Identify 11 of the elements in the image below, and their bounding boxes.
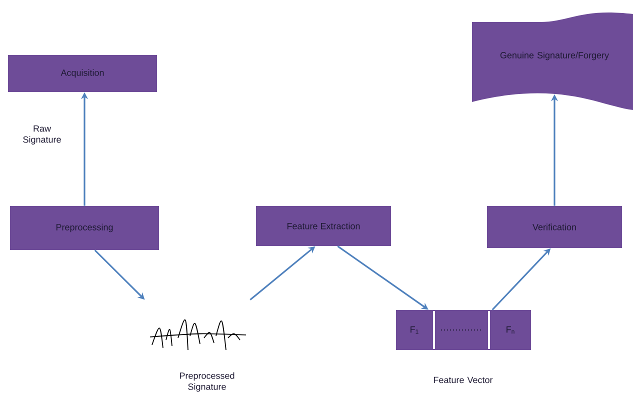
picture [150, 319, 246, 350]
process-box: Acquisition [8, 55, 157, 92]
process-box: Preprocessing [10, 206, 159, 250]
process-box: Feature Extraction [256, 206, 391, 246]
node-label: Preprocessed Signature [180, 372, 234, 392]
edge-label: Raw Signature [23, 125, 61, 145]
arrow [337, 246, 428, 310]
vector-cell: F$_{n}$ [506, 326, 514, 334]
process-box: Verification [487, 206, 622, 248]
vector-cell: F$_{1}$ [410, 326, 418, 334]
node-label: Feature Vector [434, 376, 493, 384]
